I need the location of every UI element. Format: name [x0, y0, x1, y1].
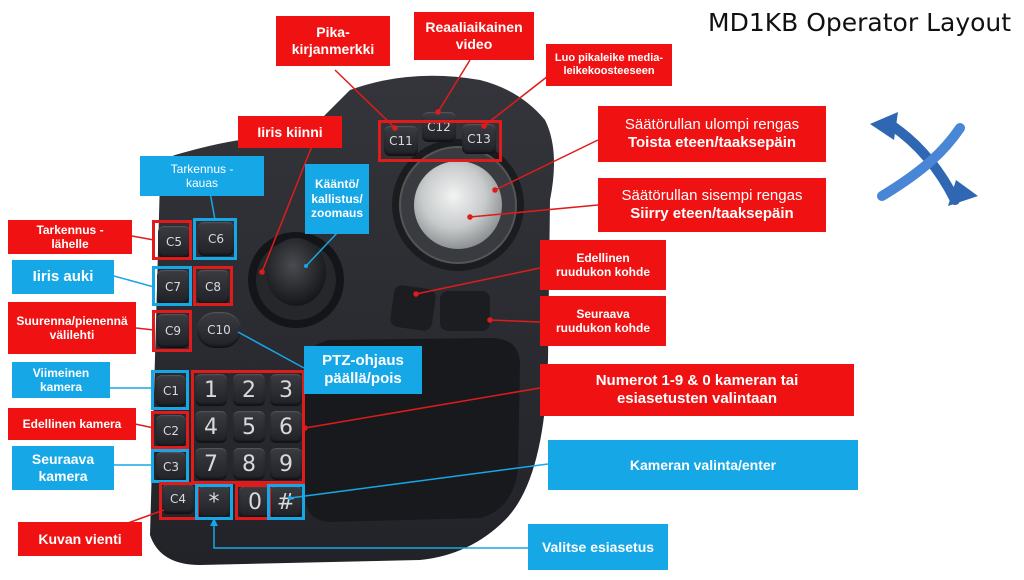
label-line: video	[455, 36, 493, 52]
label-line: Säätörullan ulompi rengas	[624, 116, 800, 133]
label-tarkennus-lahelle: Tarkennus - lähelle	[8, 220, 132, 254]
key-c9[interactable]: C9	[157, 314, 189, 348]
label-line: Seuraava	[31, 451, 95, 468]
label-reaaliaikainen-video: Reaaliaikainen video	[414, 12, 534, 60]
key-c12[interactable]: C12	[422, 112, 456, 142]
label-line: Valitse esiasetus	[541, 538, 655, 555]
highlight-hash	[267, 484, 305, 520]
next-grid-key	[440, 291, 490, 331]
label-line: Säätörullan sisempi rengas	[621, 187, 803, 204]
label-line: kamera	[38, 468, 88, 484]
label-seuraava-kamera: Seuraava kamera	[12, 446, 114, 490]
label-line: Siirry eteen/taaksepäin	[630, 205, 794, 222]
key-c8[interactable]: C8	[197, 270, 229, 304]
label-line: Viimeinen	[32, 365, 90, 380]
label-kameran-valinta: Kameran valinta/enter	[548, 440, 858, 490]
label-line: Iiris kiinni	[257, 123, 323, 140]
key-9[interactable]: 9	[270, 448, 302, 480]
highlight-c1	[151, 370, 189, 410]
key-c13[interactable]: C13	[462, 124, 496, 154]
label-line: ruudukon kohde	[556, 265, 650, 279]
label-edellinen-kamera: Edellinen kamera	[8, 408, 136, 440]
label-line: kauas	[185, 176, 219, 190]
label-line: leikekoosteeseen	[563, 65, 655, 77]
label-line: Kameran valinta/enter	[629, 456, 777, 473]
label-edellinen-ruudukon-kohde: Edellinen ruudukon kohde	[540, 240, 666, 290]
key-6[interactable]: 6	[270, 411, 302, 443]
highlight-c2	[151, 411, 189, 449]
key-c10[interactable]: C10	[197, 312, 241, 348]
key-c6[interactable]: C6	[198, 222, 234, 256]
diagram-title: MD1KB Operator Layout	[708, 8, 1012, 37]
label-line: Tarkennus -	[170, 161, 234, 176]
label-line: välilehti	[49, 328, 95, 342]
label-line: päällä/pois	[324, 370, 402, 387]
label-line: esiasetusten valintaan	[616, 390, 778, 407]
label-iiris-kiinni: Iiris kiinni	[238, 116, 342, 148]
label-line: Pika-	[316, 24, 350, 41]
label-line: Edellinen	[576, 250, 630, 265]
key-c11[interactable]: C11	[384, 126, 418, 156]
label-line: Numerot 1-9 & 0 kameran tai	[595, 372, 799, 389]
key-2[interactable]: 2	[233, 374, 265, 406]
key-1[interactable]: 1	[195, 374, 227, 406]
label-line: kallistus/	[311, 191, 363, 206]
key-5[interactable]: 5	[233, 411, 265, 443]
key-star[interactable]: *	[198, 486, 230, 518]
key-0[interactable]: 0	[239, 486, 271, 518]
label-saatorulla-ulompi: Säätörullan ulompi rengas Toista eteen/t…	[598, 106, 826, 162]
label-line: Edellinen kamera	[22, 416, 122, 431]
label-line: Luo pikaleike media-	[554, 51, 664, 64]
highlight-c3	[151, 449, 189, 483]
label-line: Iiris auki	[32, 268, 94, 285]
label-pika-kirjanmerkki: Pika- kirjanmerkki	[276, 16, 390, 66]
highlight-c9	[152, 310, 192, 352]
label-line: Kääntö/	[314, 177, 359, 192]
label-line: Tarkennus -	[36, 222, 104, 237]
label-luo-pikaleike: Luo pikaleike media- leikekoosteeseen	[546, 44, 672, 86]
key-c7[interactable]: C7	[157, 270, 189, 304]
highlight-c8	[193, 266, 233, 306]
key-hash[interactable]: #	[270, 486, 302, 518]
label-line: Reaaliaikainen	[425, 19, 523, 36]
label-valitse-esiasetus: Valitse esiasetus	[528, 524, 668, 570]
label-line: PTZ-ohjaus	[322, 352, 404, 369]
label-suurenna-pienenna: Suurenna/pienennä välilehti	[8, 302, 136, 354]
label-viimeinen-kamera: Viimeinen kamera	[12, 362, 110, 398]
key-4[interactable]: 4	[195, 411, 227, 443]
label-kuvan-vienti: Kuvan vienti	[18, 522, 142, 556]
label-line: kamera	[39, 380, 83, 394]
label-seuraava-ruudukon-kohde: Seuraava ruudukon kohde	[540, 296, 666, 346]
label-line: Kuvan vienti	[38, 530, 122, 547]
key-8[interactable]: 8	[233, 448, 265, 480]
label-numerot: Numerot 1-9 & 0 kameran tai esiasetusten…	[540, 364, 854, 416]
label-saatorulla-sisempi: Säätörullan sisempi rengas Siirry eteen/…	[598, 178, 826, 232]
highlight-c7	[152, 266, 192, 306]
key-c3[interactable]: C3	[156, 452, 186, 482]
key-c5[interactable]: C5	[158, 226, 190, 258]
label-iiris-auki: Iiris auki	[12, 260, 114, 294]
label-line: lähelle	[51, 237, 89, 251]
label-line: kirjanmerkki	[291, 41, 375, 57]
label-line: Suurenna/pienennä	[16, 313, 128, 328]
key-3[interactable]: 3	[270, 374, 302, 406]
label-ptz-ohjaus: PTZ-ohjaus päällä/pois	[304, 346, 422, 394]
label-tarkennus-kauas: Tarkennus - kauas	[140, 156, 264, 196]
label-line: Toista eteen/taaksepäin	[627, 134, 797, 151]
label-kaanto-kallistus-zoomaus: Kääntö/ kallistus/ zoomaus	[305, 164, 369, 234]
label-line: zoomaus	[310, 206, 363, 221]
label-line: Seuraava	[576, 306, 630, 321]
jog-inner-dial	[414, 161, 502, 249]
label-line: ruudukon kohde	[556, 321, 650, 335]
key-c4[interactable]: C4	[162, 484, 194, 514]
highlight-c11-c13	[378, 120, 502, 162]
prev-grid-key	[390, 285, 436, 331]
key-c1[interactable]: C1	[156, 375, 186, 407]
joystick-handle	[266, 238, 326, 306]
key-7[interactable]: 7	[195, 448, 227, 480]
key-c2[interactable]: C2	[156, 415, 186, 447]
